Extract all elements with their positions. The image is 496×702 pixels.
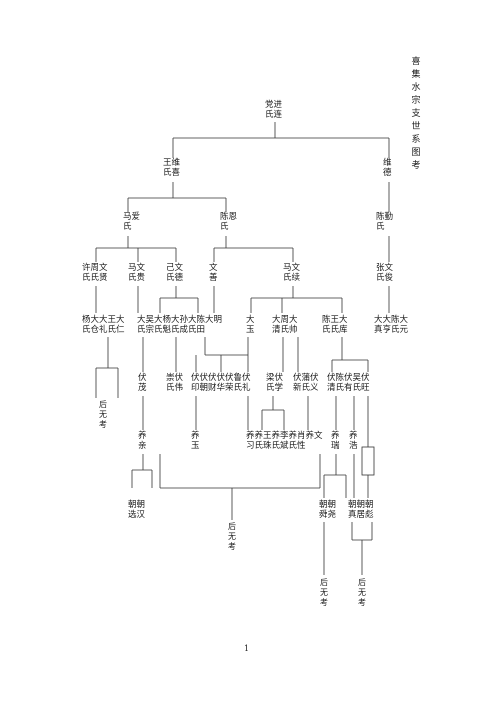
person-gen5: 大大陈大真亨氏元 — [374, 315, 409, 335]
no-further-record-note: 后无考 — [99, 400, 107, 430]
person-gen6: 梁伏氏学 — [266, 373, 284, 393]
person-gen6: 伏伏伏伏伏鲁伏印朝财华荣氏礼 — [191, 373, 251, 393]
person-gen1: 党进氏连 — [265, 100, 283, 120]
person-gen4: 许周文氏氏贤 — [82, 263, 108, 283]
person-gen6b: 养玉 — [191, 431, 200, 451]
page-number: 1 — [244, 644, 250, 653]
person-gen4: 文善 — [209, 263, 218, 283]
person-gen4: 马文氏续 — [283, 263, 301, 283]
person-gen2: 维德 — [383, 158, 392, 178]
person-gen6b: 养瑞 — [331, 431, 340, 451]
person-gen5: 大玉 — [246, 315, 255, 335]
person-gen7: 朝朝舜尧 — [319, 500, 337, 520]
person-gen7: 朝朝选汉 — [128, 500, 146, 520]
person-gen5: 陈王大氏氏库 — [322, 315, 348, 335]
person-gen4: 张文氏俊 — [376, 263, 394, 283]
person-gen3: 陈恩氏 — [220, 212, 238, 232]
person-gen2: 王维氏喜 — [163, 158, 181, 178]
no-further-record-note: 后无考 — [228, 522, 236, 552]
person-gen6b: 养浩 — [349, 431, 358, 451]
person-gen6: 伏蒲伏新氏义 — [293, 373, 319, 393]
person-gen3: 马爱氏 — [123, 212, 141, 232]
person-gen5: 杨大大王大氏仓礼氏仁 — [82, 315, 125, 335]
person-gen3: 陈勤氏 — [376, 212, 394, 232]
person-gen4: 己文氏德 — [166, 263, 184, 283]
person-gen4: 马文氏贵 — [128, 263, 146, 283]
person-gen6: 伏陈伏吴伏清氏有氏旺 — [327, 373, 370, 393]
person-gen5: 大周大清氏帅 — [272, 315, 298, 335]
person-gen7: 朝朝朝真居彪 — [348, 500, 374, 520]
person-gen6b: 养养王养李养肖养文习氏珠氏斌氏性 — [246, 431, 323, 451]
person-gen5: 大吴大杨大孙大陈大明氏宗氏魁氏成氏田 — [137, 315, 223, 335]
no-further-record-note: 后无考 — [320, 578, 328, 608]
no-further-record-note: 后无考 — [358, 578, 366, 608]
person-gen6: 伏茂 — [138, 373, 147, 393]
chart-title: 喜集水宗支世系图考 — [411, 57, 421, 171]
person-gen6b: 养亲 — [138, 431, 147, 451]
person-gen6: 崇伏氏伟 — [166, 373, 184, 393]
